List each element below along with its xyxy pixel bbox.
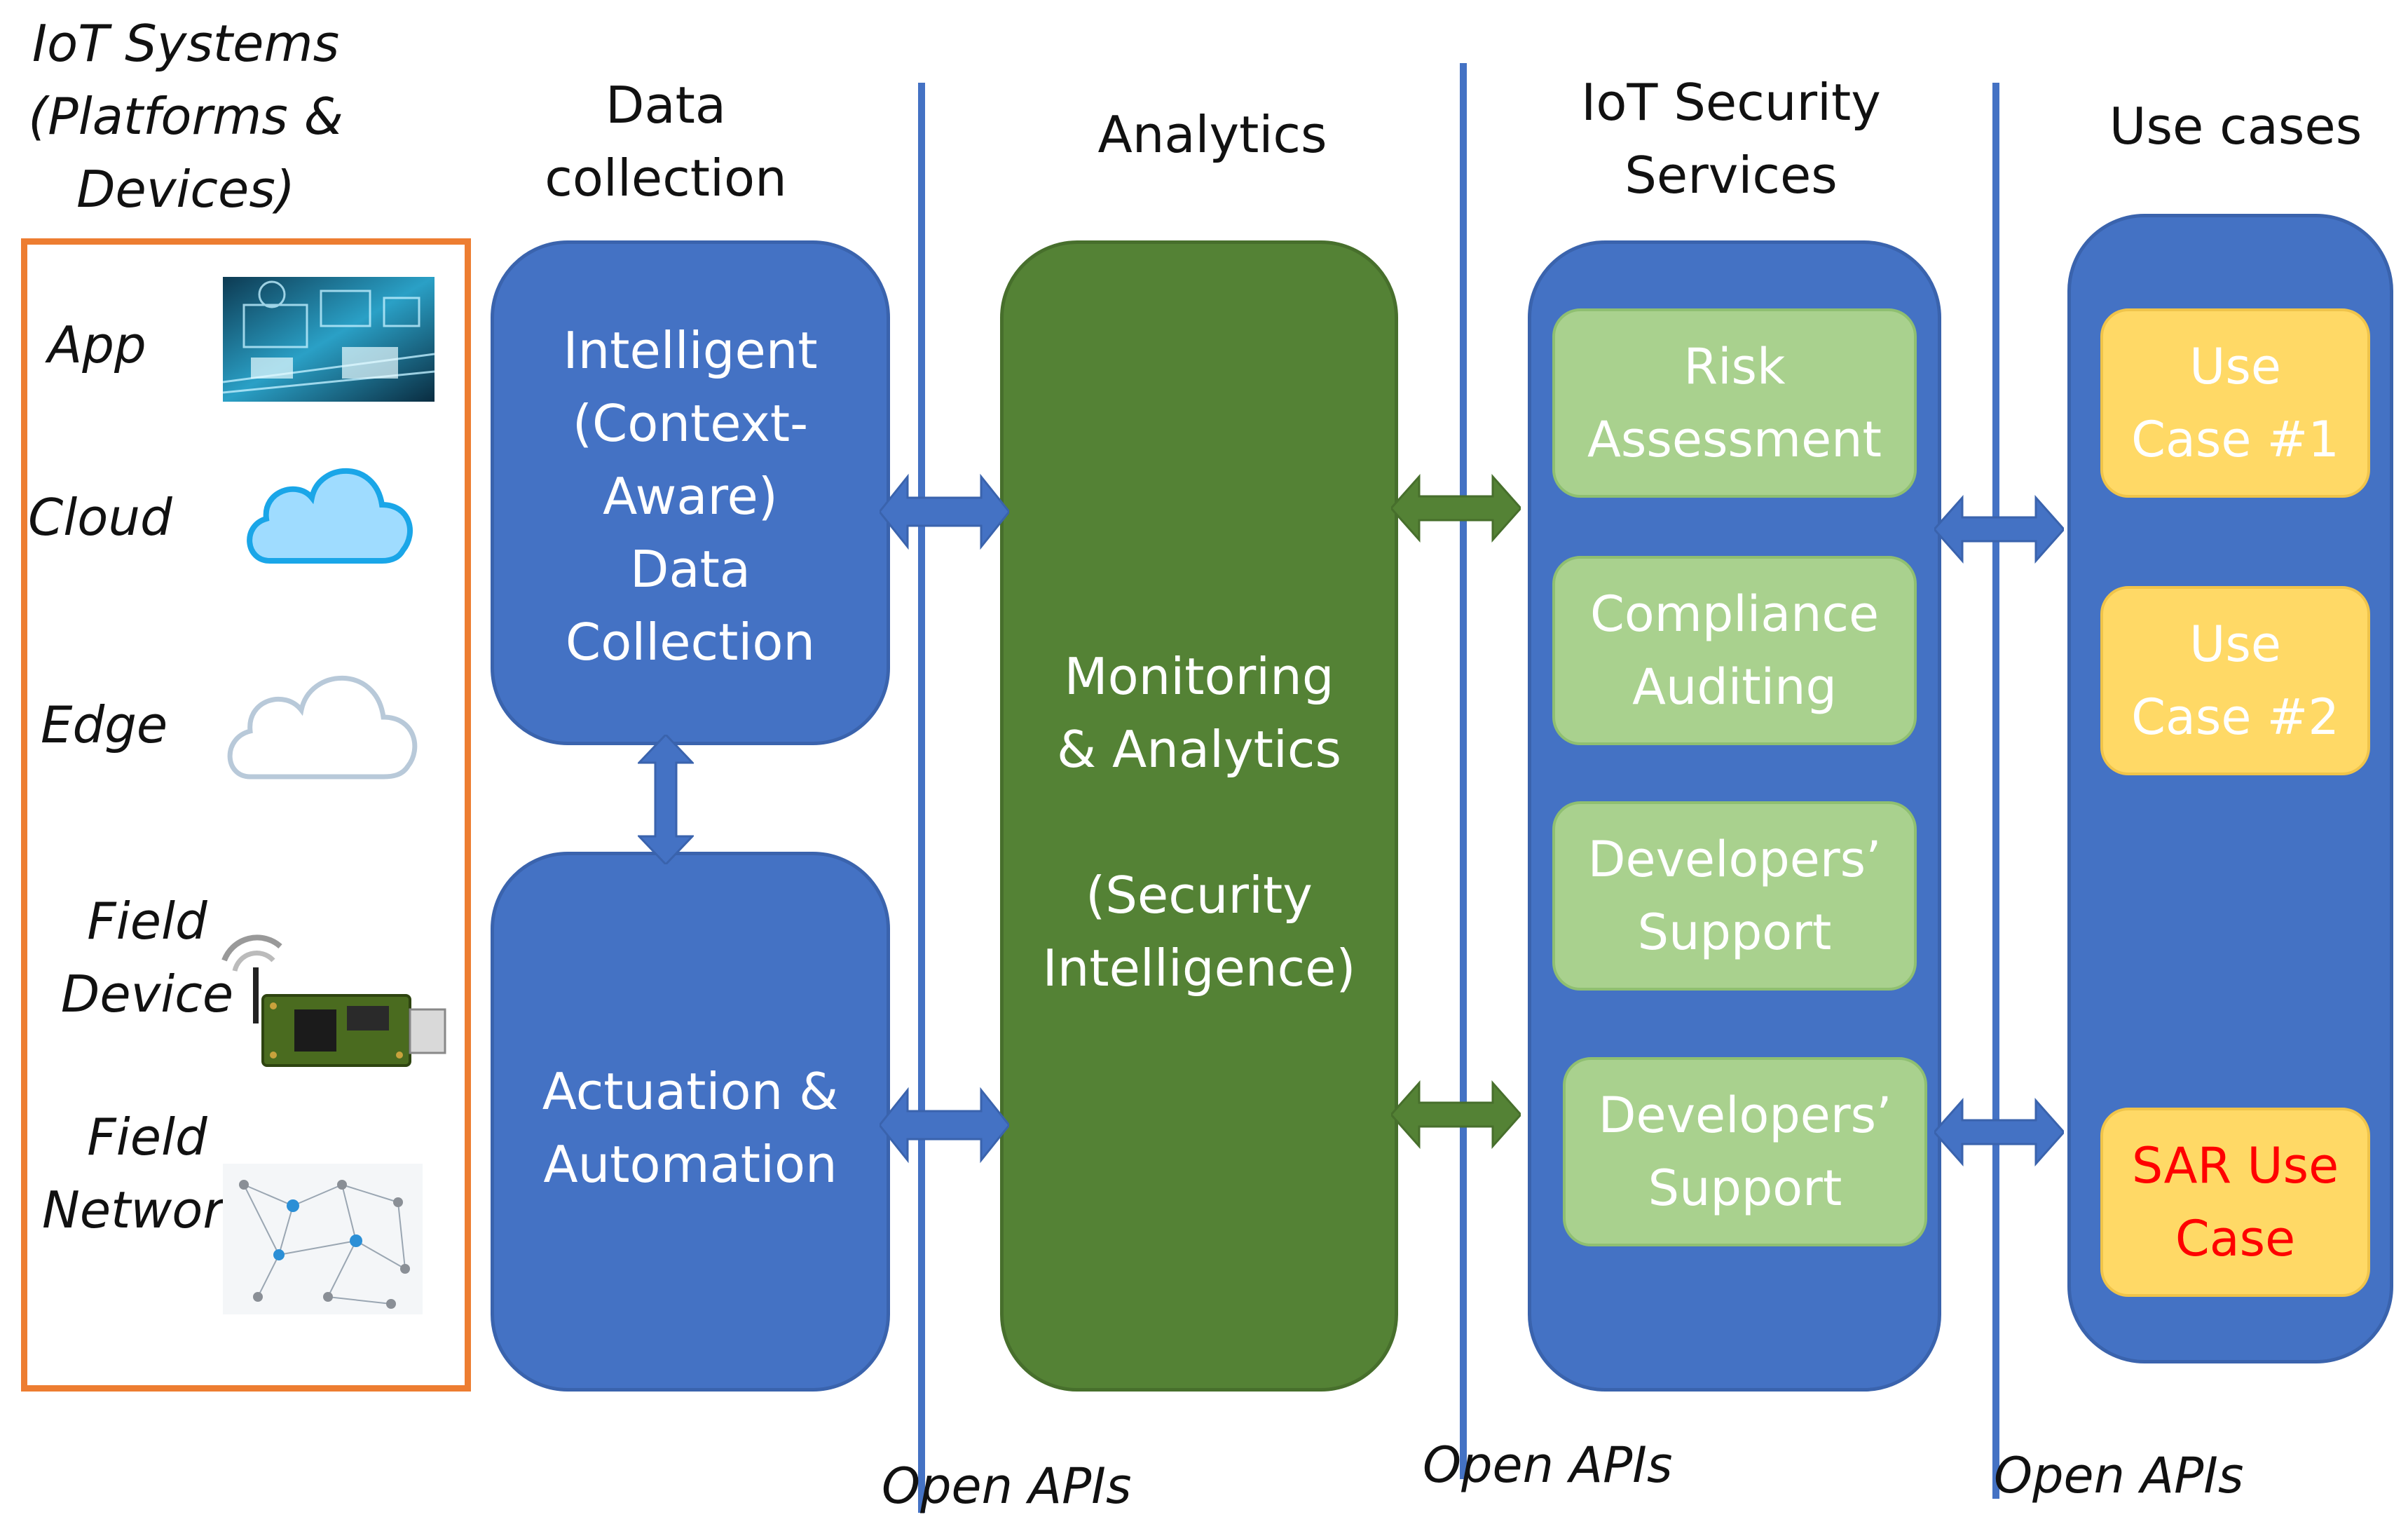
security-services-title: IoT Security Services	[1581, 73, 1881, 205]
monitoring-analytics-box-label: Monitoring & Analytics (Security Intelli…	[1042, 647, 1356, 998]
use-case-2-box: Use Case #2	[2100, 586, 2370, 775]
iot-item-field-device-label: Field Device	[60, 892, 234, 1023]
cloud-outline-icon	[227, 675, 418, 780]
risk-assessment-box: Risk Assessment	[1552, 308, 1917, 498]
iot-item-app-label: App	[48, 315, 146, 374]
open-apis-label-2: Open APIs	[1423, 1436, 1673, 1494]
actuation-automation-box-label: Actuation & Automation	[542, 1062, 839, 1194]
use-case-1-box: Use Case #1	[2100, 308, 2370, 498]
analytics-title: Analytics	[1097, 105, 1327, 164]
developers-support-box-2: Developers’ Support	[1563, 1057, 1927, 1246]
data-collection-title: Data collection	[545, 76, 787, 207]
actuation-automation-box: Actuation & Automation	[491, 852, 890, 1392]
api-line-1	[918, 83, 925, 1513]
arrow-datacollection-analytics-top	[880, 473, 1009, 550]
iot-item-edge-label: Edge	[41, 695, 168, 754]
arrow-vertical-datacollection-actuation	[638, 735, 694, 864]
iot-systems-panel	[21, 238, 471, 1392]
use-cases-title: Use cases	[2109, 97, 2362, 156]
open-apis-label-3: Open APIs	[1994, 1447, 2244, 1504]
open-apis-label-1: Open APIs	[882, 1457, 1132, 1515]
arrow-security-usecases-bottom	[1934, 1098, 2064, 1166]
data-collection-box-label: Intelligent (Context- Aware) Data Collec…	[563, 321, 818, 672]
cloud-filled-icon	[247, 468, 413, 564]
field-device-board-icon	[221, 934, 446, 1067]
iot-systems-title: IoT Systems (Platforms & Devices)	[28, 14, 343, 219]
arrow-security-usecases-top	[1934, 495, 2064, 564]
network-graph-icon	[223, 1164, 423, 1314]
iot-item-cloud-label: Cloud	[28, 488, 172, 547]
sar-use-case-box: SAR Use Case	[2100, 1108, 2370, 1297]
arrow-analytics-security-bottom	[1391, 1080, 1521, 1149]
iot-item-field-network-label: Field Network	[42, 1108, 253, 1239]
api-line-2	[1460, 63, 1467, 1479]
data-collection-box: Intelligent (Context- Aware) Data Collec…	[491, 240, 890, 745]
arrow-actuation-analytics	[880, 1087, 1009, 1164]
developers-support-box-1: Developers’ Support	[1552, 801, 1917, 991]
arrow-analytics-security-top	[1391, 474, 1521, 543]
app-screens-icon	[223, 277, 435, 402]
compliance-auditing-box: Compliance Auditing	[1552, 556, 1917, 745]
api-line-3	[1992, 83, 1999, 1499]
monitoring-analytics-box: Monitoring & Analytics (Security Intelli…	[1000, 240, 1398, 1392]
